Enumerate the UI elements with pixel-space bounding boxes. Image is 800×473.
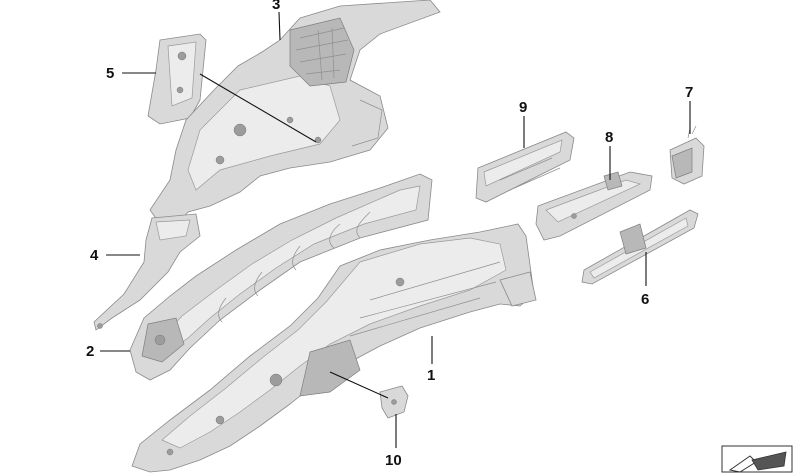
part-7-box-bracket[interactable] [669,125,705,185]
leader-lines [100,11,691,448]
callout-6: 6 [641,291,649,308]
part-5-bracket[interactable] [147,33,207,125]
callout-labels: 3 5 4 2 1 10 9 8 7 6 [86,0,693,469]
part-3-wheel-arch[interactable] [149,0,441,227]
part-4-arch-extension[interactable] [93,213,201,331]
callout-8: 8 [605,129,613,146]
part-1-longitudinal-member[interactable] [131,223,537,473]
callout-9: 9 [519,99,527,116]
callout-10: 10 [385,452,402,469]
callout-4: 4 [90,247,99,264]
callout-2: 2 [86,343,94,360]
part-9-rail[interactable] [475,131,575,203]
part-10-bracket[interactable] [379,385,409,419]
part-8-rail[interactable] [535,171,653,241]
callout-7: 7 [685,84,693,101]
leader-3 [278,11,281,41]
callout-1: 1 [427,367,435,384]
leader-10-part1 [329,371,389,399]
leader-5-arch [199,73,317,143]
callout-5: 5 [106,65,114,82]
part-2-side-panel[interactable] [129,173,433,381]
callout-3: 3 [272,0,280,13]
chevron-tag-icon [721,445,793,473]
part-6-rail[interactable] [581,209,699,285]
